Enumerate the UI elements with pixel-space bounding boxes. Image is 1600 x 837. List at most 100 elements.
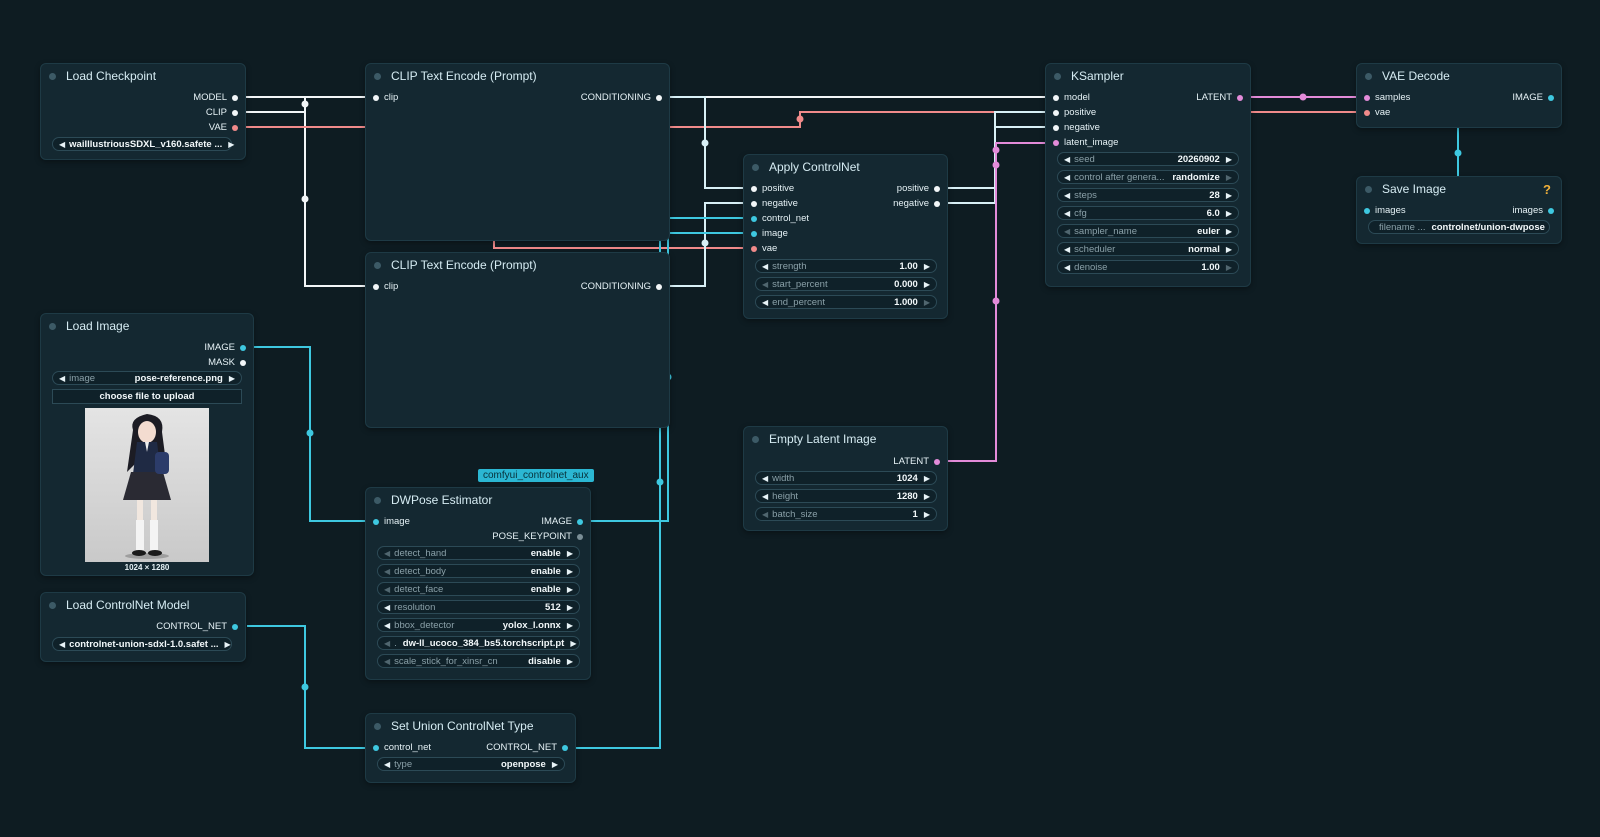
arrow-left-icon: ◀: [384, 566, 391, 576]
arrow-left-icon: ◀: [384, 584, 391, 594]
output-vae[interactable]: VAE: [209, 121, 241, 135]
controlnet-name-selector[interactable]: ◀controlnet-union-sdxl-1.0.safet ...▶: [52, 637, 232, 651]
arrow-left-icon: ◀: [384, 602, 391, 612]
wire-pos-out: [940, 111, 1051, 189]
arrow-right-icon: ▶: [1225, 172, 1232, 182]
input-vae[interactable]: vae: [1361, 106, 1390, 120]
pose-estimator-widget[interactable]: ◀.dw-ll_ucoco_384_bs5.torchscript.pt▶: [377, 636, 580, 650]
output-conditioning[interactable]: CONDITIONING: [581, 91, 665, 105]
input-positive[interactable]: positive: [748, 182, 794, 196]
load-controlnet-title: Load ControlNet Model: [41, 593, 245, 617]
output-images[interactable]: images: [1512, 204, 1557, 218]
control-after-generate-widget[interactable]: ◀control after genera...randomize▶: [1057, 170, 1239, 184]
input-image[interactable]: image: [748, 227, 788, 241]
save-image-node[interactable]: Save Image? images images filename ...co…: [1356, 176, 1562, 244]
dwpose-estimator-node[interactable]: DWPose Estimator image IMAGE POSE_KEYPOI…: [365, 487, 591, 680]
load-controlnet-node[interactable]: Load ControlNet Model CONTROL_NET ◀contr…: [40, 592, 246, 662]
filename-prefix-input[interactable]: filename ...controlnet/union-dwpose: [1368, 220, 1550, 234]
apply-controlnet-node[interactable]: Apply ControlNet positive negative contr…: [743, 154, 948, 319]
input-clip[interactable]: clip: [370, 91, 398, 105]
load-image-title: Load Image: [41, 314, 253, 338]
output-control-net[interactable]: CONTROL_NET: [156, 620, 241, 634]
arrow-right-icon: ▶: [923, 491, 930, 501]
node-pack-badge: comfyui_controlnet_aux: [478, 469, 594, 482]
ckpt-name-selector[interactable]: ◀waiIllustriousSDXL_v160.safete ...▶: [52, 137, 234, 151]
output-latent[interactable]: LATENT: [893, 455, 943, 469]
input-control-net[interactable]: control_net: [370, 741, 431, 755]
output-image[interactable]: IMAGE: [1512, 91, 1557, 105]
input-images[interactable]: images: [1361, 204, 1406, 218]
output-control-net[interactable]: CONTROL_NET: [486, 741, 571, 755]
output-latent[interactable]: LATENT: [1196, 91, 1246, 105]
arrow-right-icon: ▶: [566, 548, 573, 558]
input-model[interactable]: model: [1050, 91, 1090, 105]
choose-file-button[interactable]: choose file to upload: [52, 389, 242, 404]
output-mask[interactable]: MASK: [208, 356, 249, 370]
output-conditioning[interactable]: CONDITIONING: [581, 280, 665, 294]
clip-encode-1-title: CLIP Text Encode (Prompt): [366, 64, 669, 88]
arrow-right-icon: ▶: [1225, 244, 1232, 254]
apply-controlnet-title: Apply ControlNet: [744, 155, 947, 179]
wire-latent-empty: [940, 142, 1051, 462]
dwpose-title: DWPose Estimator: [366, 488, 590, 512]
input-image[interactable]: image: [370, 515, 410, 529]
input-negative[interactable]: negative: [1050, 121, 1100, 135]
arrow-right-icon: ▶: [566, 620, 573, 630]
clip-text-encode-positive-node[interactable]: CLIP Text Encode (Prompt) clip CONDITION…: [365, 63, 670, 241]
input-vae[interactable]: vae: [748, 242, 777, 256]
output-model[interactable]: MODEL: [193, 91, 241, 105]
arrow-left-icon: ◀: [1064, 190, 1071, 200]
output-positive[interactable]: positive: [897, 182, 943, 196]
input-clip[interactable]: clip: [370, 280, 398, 294]
vae-decode-node[interactable]: VAE Decode samples vae IMAGE: [1356, 63, 1562, 128]
vae-decode-title: VAE Decode: [1357, 64, 1561, 88]
output-pose-keypoint[interactable]: POSE_KEYPOINT: [492, 530, 586, 544]
arrow-left-icon: ◀: [762, 261, 769, 271]
output-clip[interactable]: CLIP: [206, 106, 241, 120]
output-image[interactable]: IMAGE: [541, 515, 586, 529]
arrow-left-icon: ◀: [1064, 154, 1071, 164]
set-union-controlnet-type-node[interactable]: Set Union ControlNet Type control_net CO…: [365, 713, 576, 783]
input-control-net[interactable]: control_net: [748, 212, 809, 226]
arrow-left-icon: ◀: [762, 509, 769, 519]
wire-clip-2: [304, 97, 374, 287]
input-latent-image[interactable]: latent_image: [1050, 136, 1118, 150]
ksampler-node[interactable]: KSampler model positive negative latent_…: [1045, 63, 1251, 287]
arrow-left-icon: ◀: [59, 139, 66, 149]
arrow-right-icon: ▶: [566, 602, 573, 612]
input-positive[interactable]: positive: [1050, 106, 1096, 120]
input-negative[interactable]: negative: [748, 197, 798, 211]
load-checkpoint-node[interactable]: Load Checkpoint MODEL CLIP VAE ◀waiIllus…: [40, 63, 246, 160]
arrow-right-icon: ▶: [1225, 190, 1232, 200]
input-samples[interactable]: samples: [1361, 91, 1410, 105]
help-icon[interactable]: ?: [1543, 181, 1551, 197]
output-negative[interactable]: negative: [893, 197, 943, 211]
arrow-right-icon: ▶: [1225, 208, 1232, 218]
clip-text-encode-negative-node[interactable]: CLIP Text Encode (Prompt) clip CONDITION…: [365, 252, 670, 428]
output-image[interactable]: IMAGE: [204, 341, 249, 355]
arrow-left-icon: ◀: [59, 373, 66, 383]
